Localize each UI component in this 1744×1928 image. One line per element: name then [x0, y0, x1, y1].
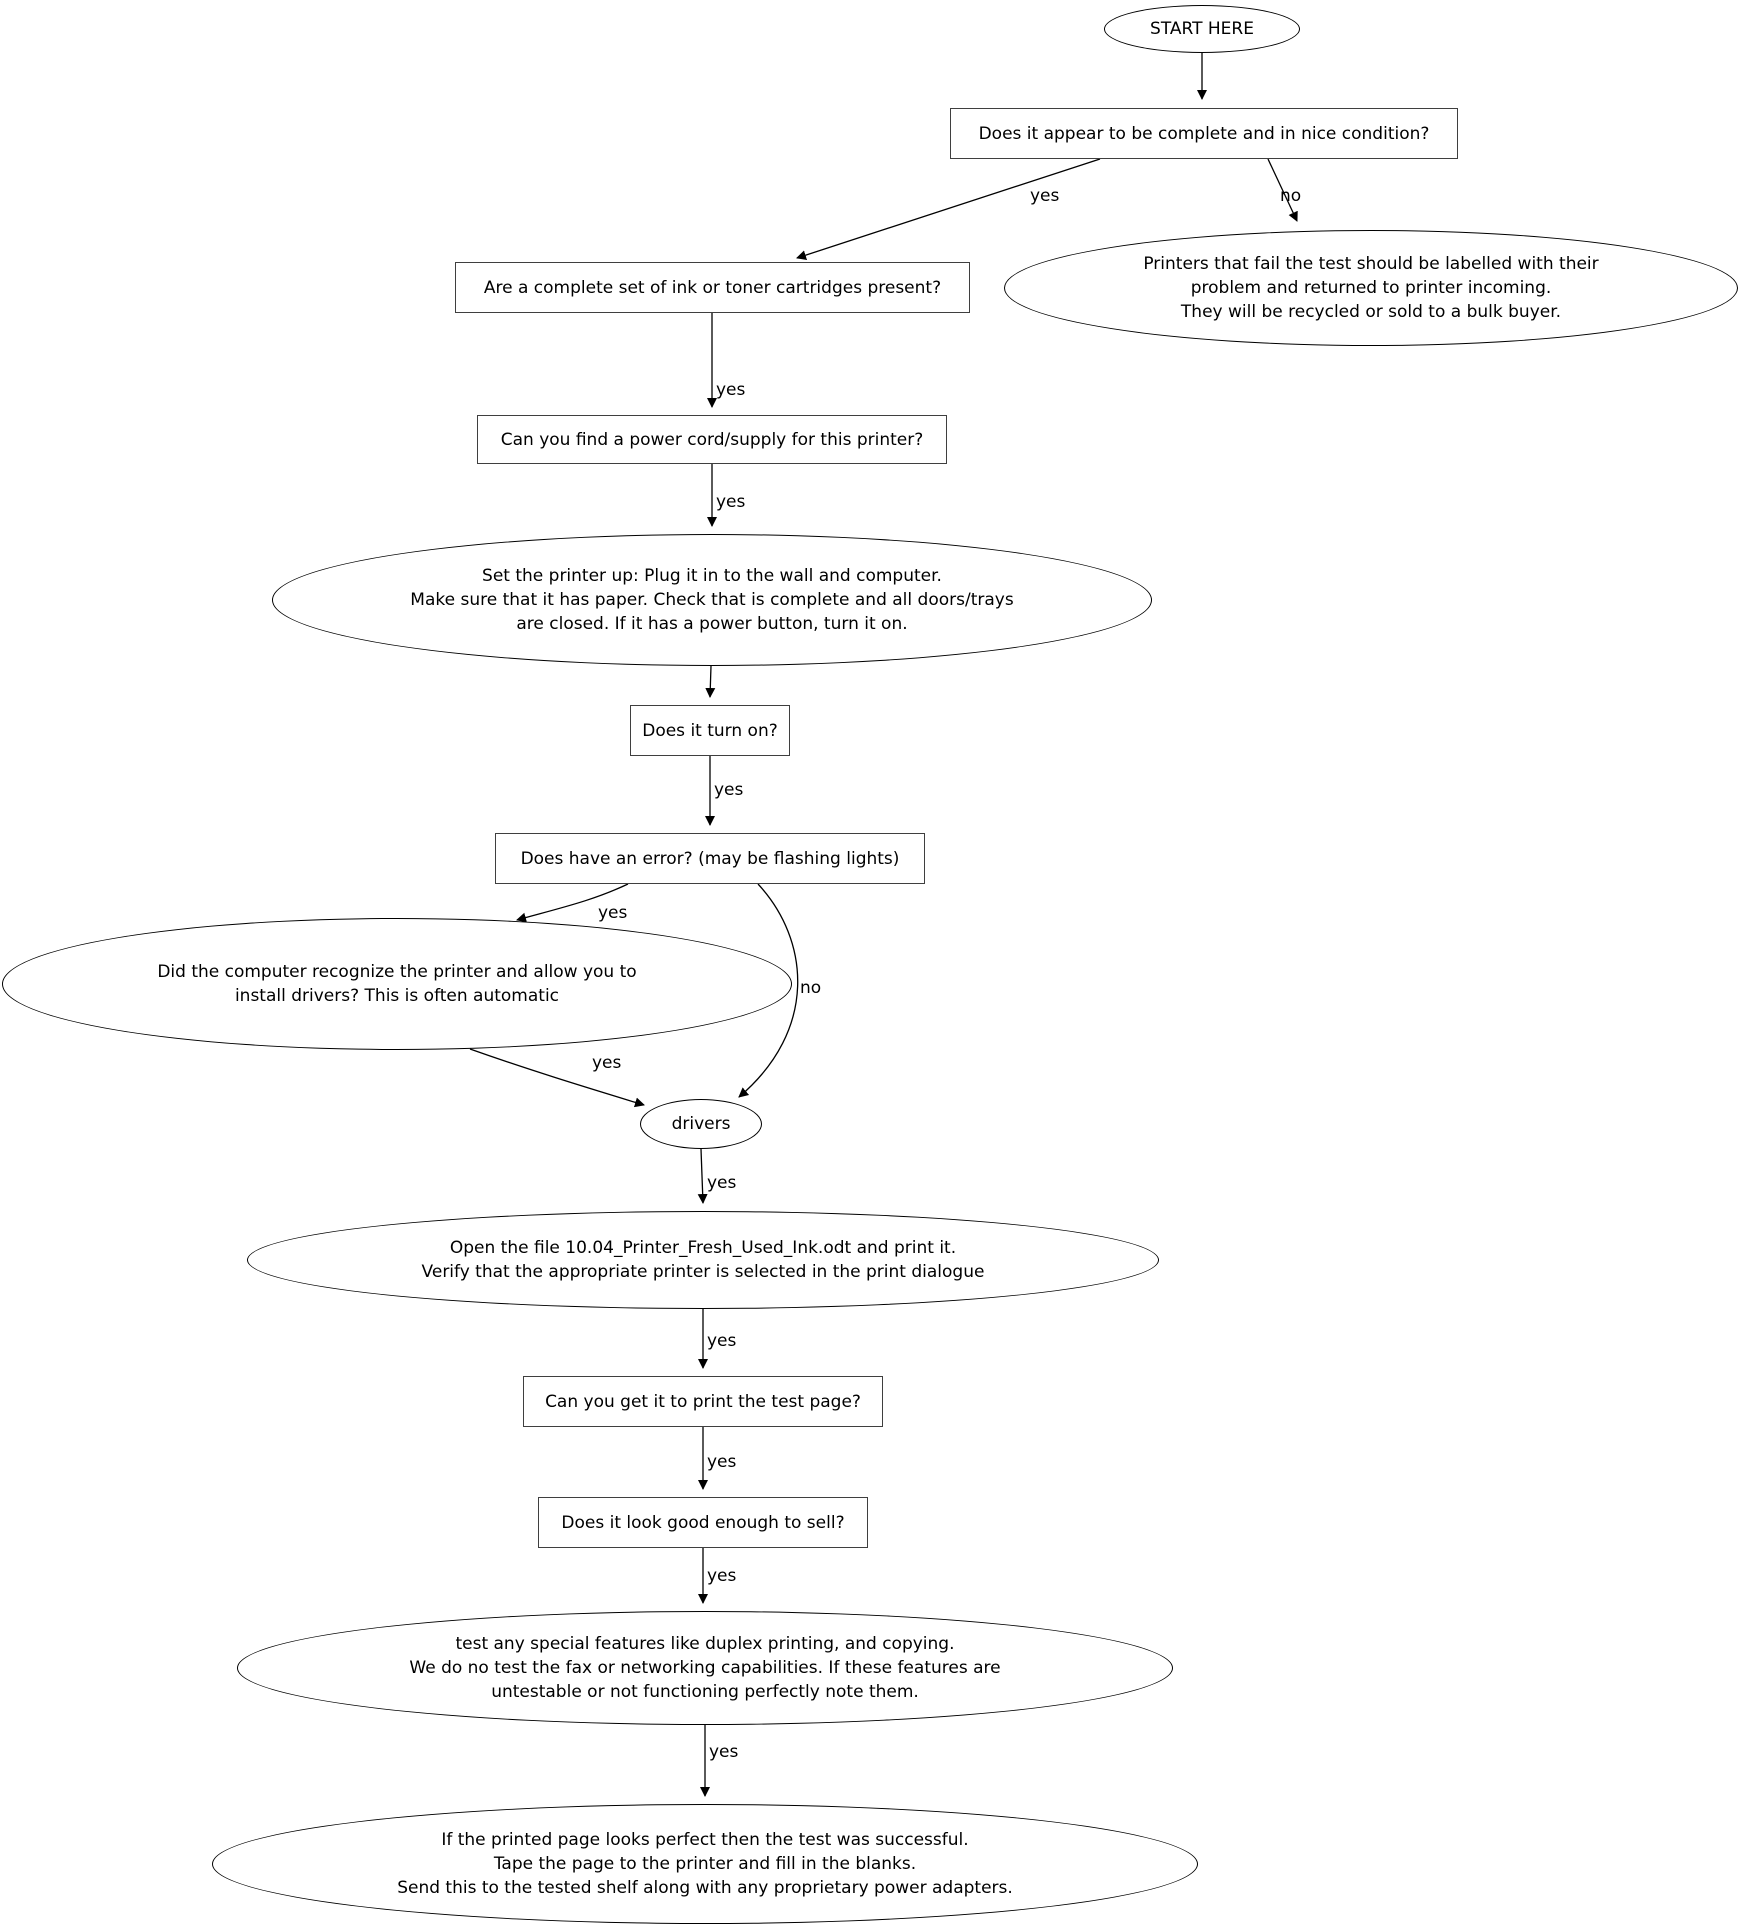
- edge-setup-turnon: [705, 665, 716, 698]
- edge-complete-fail: [1267, 158, 1298, 222]
- edge-label-no: no: [800, 978, 822, 998]
- flowchart-node-open-test-file: Open the file 10.04_Printer_Fresh_Used_I…: [247, 1211, 1159, 1309]
- flowchart-node-drivers: drivers: [640, 1099, 762, 1149]
- edge-label-no: no: [1280, 186, 1302, 206]
- node-label-line: We do no test the fax or networking capa…: [409, 1658, 1001, 1678]
- node-label-line: problem and returned to printer incoming…: [1190, 278, 1552, 298]
- node-label-line: Verify that the appropriate printer is s…: [421, 1262, 985, 1282]
- flowchart-node-question-complete: Does it appear to be complete and in nic…: [950, 108, 1458, 159]
- edge-label-yes: yes: [714, 780, 744, 800]
- node-label-line: Send this to the tested shelf along with…: [397, 1878, 1013, 1898]
- node-label-line: Tape the page to the printer and fill in…: [493, 1854, 917, 1874]
- node-label-line: are closed. If it has a power button, tu…: [516, 614, 908, 634]
- flowchart-node-question-test-page: Can you get it to print the test page?: [523, 1376, 883, 1427]
- flowchart-node-fail-outcome: Printers that fail the test should be la…: [1004, 230, 1738, 346]
- node-label: Does it look good enough to sell?: [561, 1512, 845, 1533]
- edge-label-yes: yes: [707, 1452, 737, 1472]
- node-label: Does have an error? (may be flashing lig…: [520, 848, 900, 869]
- edge-label-yes: yes: [716, 492, 746, 512]
- edge-label-yes: yes: [598, 903, 628, 923]
- edge-drivers-openfile: [697, 1148, 708, 1204]
- flowchart-node-question-power-cord: Can you find a power cord/supply for thi…: [477, 415, 947, 464]
- node-label: START HERE: [1150, 19, 1254, 39]
- node-label-line: They will be recycled or sold to a bulk …: [1180, 302, 1562, 322]
- node-label-line: Open the file 10.04_Printer_Fresh_Used_I…: [449, 1238, 957, 1258]
- node-label-line: Set the printer up: Plug it in to the wa…: [482, 566, 942, 586]
- flowchart-node-question-error: Does have an error? (may be flashing lig…: [495, 833, 925, 884]
- node-label-line: Printers that fail the test should be la…: [1143, 254, 1599, 274]
- node-label: drivers: [671, 1114, 731, 1134]
- edge-label-yes: yes: [1030, 186, 1060, 206]
- flowchart-node-question-turn-on: Does it turn on?: [630, 705, 790, 756]
- flowchart-node-question-sell: Does it look good enough to sell?: [538, 1497, 868, 1548]
- node-label-line: If the printed page looks perfect then t…: [441, 1830, 969, 1850]
- flowchart-node-success-outcome: If the printed page looks perfect then t…: [212, 1804, 1198, 1924]
- flowchart-node-special-features: test any special features like duplex pr…: [237, 1611, 1173, 1725]
- edge-recognize-drivers: [469, 1048, 645, 1108]
- edge-label-yes: yes: [716, 380, 746, 400]
- node-label: Can you get it to print the test page?: [545, 1391, 861, 1412]
- node-label-line: Did the computer recognize the printer a…: [157, 962, 637, 982]
- node-label-line: install drivers? This is often automatic: [234, 986, 560, 1006]
- edge-label-yes: yes: [707, 1566, 737, 1586]
- flowchart-node-start: START HERE: [1104, 5, 1300, 53]
- flowchart-node-setup-instructions: Set the printer up: Plug it in to the wa…: [272, 534, 1152, 666]
- edge-label-yes: yes: [707, 1173, 737, 1193]
- node-label: Does it turn on?: [642, 720, 778, 741]
- node-label: Can you find a power cord/supply for thi…: [500, 429, 924, 450]
- flowchart-node-computer-recognize: Did the computer recognize the printer a…: [2, 918, 792, 1050]
- edge-error-drivers: [738, 883, 799, 1098]
- node-label-line: test any special features like duplex pr…: [455, 1634, 955, 1654]
- edge-label-yes: yes: [592, 1053, 622, 1073]
- edge-label-yes: yes: [707, 1331, 737, 1351]
- node-label: Does it appear to be complete and in nic…: [978, 123, 1430, 144]
- edge-error-recognize: [516, 883, 629, 923]
- node-label-line: Make sure that it has paper. Check that …: [410, 590, 1014, 610]
- node-label: Are a complete set of ink or toner cartr…: [483, 277, 942, 298]
- flowchart-node-question-cartridges: Are a complete set of ink or toner cartr…: [455, 262, 970, 313]
- node-label-line: untestable or not functioning perfectly …: [491, 1682, 919, 1702]
- edge-label-yes: yes: [709, 1742, 739, 1762]
- edge-complete-cartridges: [796, 158, 1101, 260]
